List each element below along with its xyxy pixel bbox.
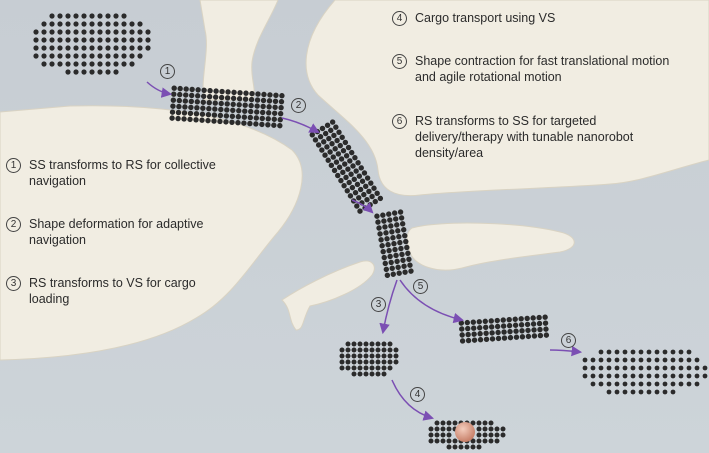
tissue-small-lower: [281, 260, 375, 331]
cargo-particle: [455, 422, 475, 442]
marker-6: 6: [561, 333, 576, 348]
marker-4: 4: [410, 387, 425, 402]
step-text: Shape deformation for adaptive navigatio…: [29, 217, 204, 247]
tissue-top-finger: [199, 0, 279, 101]
step-number: 3: [6, 276, 21, 291]
marker-2: 2: [291, 98, 306, 113]
marker-5: 5: [413, 279, 428, 294]
step-text: Shape contraction for fast translational…: [415, 54, 670, 84]
step-number: 4: [392, 11, 407, 26]
step-2: 2 Shape deformation for adaptive navigat…: [6, 216, 236, 248]
step-number: 1: [6, 158, 21, 173]
swarm-ribbon-3: [374, 209, 414, 278]
tissue-middle-right: [406, 222, 575, 271]
arrow-step-2: [281, 117, 320, 134]
arrow-step-6: [549, 345, 583, 357]
step-4: 4 Cargo transport using VS: [392, 10, 682, 26]
marker-3: 3: [371, 297, 386, 312]
arrow-step-3: [379, 279, 398, 335]
arrow-step-4: [391, 379, 435, 421]
step-1: 1 SS transforms to RS for collective nav…: [6, 157, 236, 189]
step-3: 3 RS transforms to VS for cargo loading: [6, 275, 236, 307]
step-5: 5 Shape contraction for fast translation…: [392, 53, 682, 85]
step-text: RS transforms to SS for targeted deliver…: [415, 114, 634, 160]
swarm-ribbon-1: [169, 85, 285, 129]
swarm-spread-target: [582, 349, 708, 395]
swarm-contracted: [458, 314, 550, 344]
tissue-top-right: [305, 0, 709, 197]
step-text: Cargo transport using VS: [415, 11, 556, 25]
swarm-layer: [33, 13, 708, 450]
step-text: SS transforms to RS for collective navig…: [29, 158, 216, 188]
arrow-to-funnel: [351, 199, 374, 214]
step-text: RS transforms to VS for cargo loading: [29, 276, 196, 306]
arrow-step-1: [146, 81, 173, 98]
marker-1: 1: [160, 64, 175, 79]
step-number: 2: [6, 217, 21, 232]
swarm-ribbon-2: [309, 119, 384, 214]
arrow-step-5: [399, 279, 465, 324]
step-number: 5: [392, 54, 407, 69]
step-number: 6: [392, 114, 407, 129]
swarm-vortex-empty: [339, 341, 399, 377]
swarm-spread-start: [33, 13, 151, 75]
step-6: 6 RS transforms to SS for targeted deliv…: [392, 113, 682, 161]
